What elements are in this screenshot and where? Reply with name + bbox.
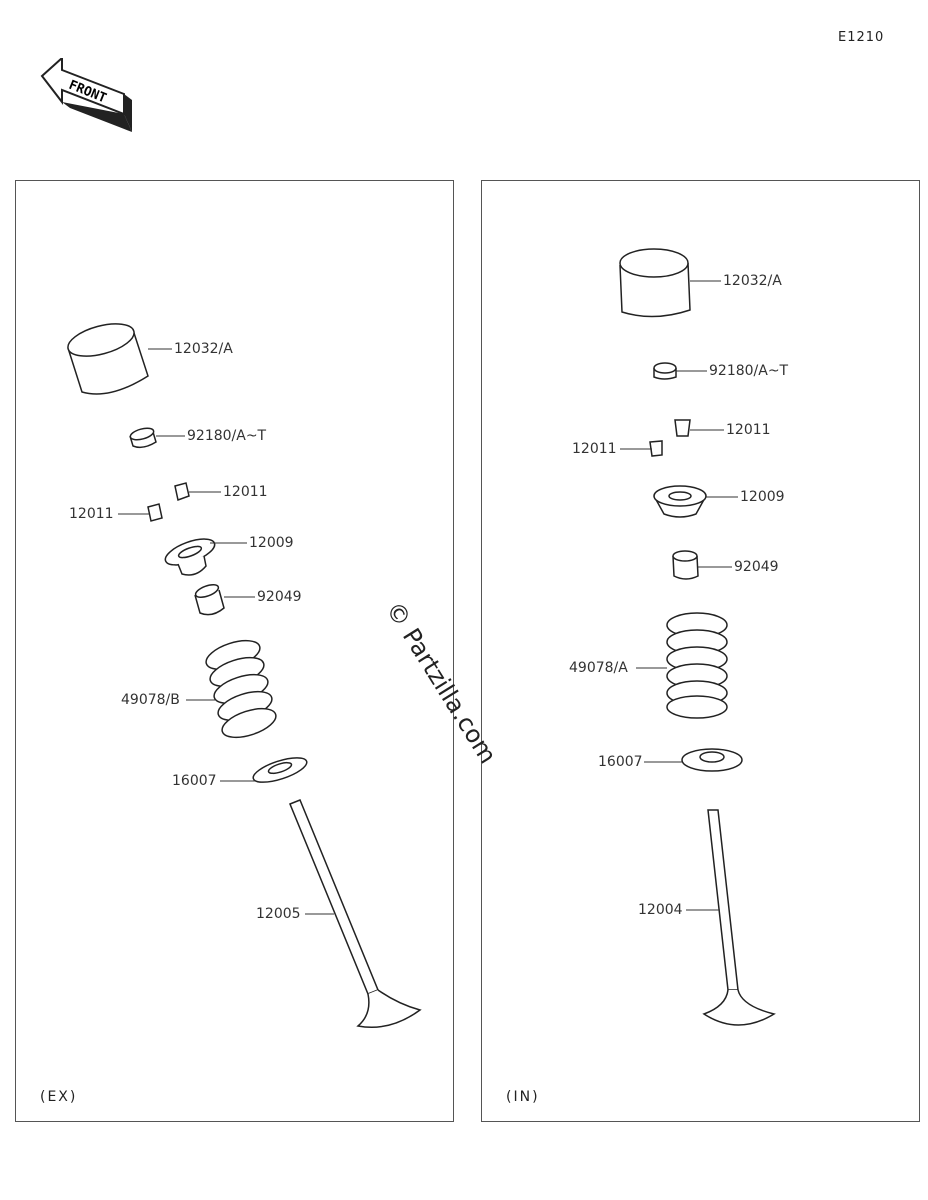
part-label[interactable]: 12009 [740, 489, 785, 505]
part-label[interactable]: 12004 [638, 902, 683, 918]
intake-label: (IN) [506, 1089, 540, 1105]
part-label[interactable]: 12009 [249, 535, 294, 551]
in-shim-icon [653, 362, 677, 380]
in-valve-icon [702, 809, 776, 1026]
part-label[interactable]: 16007 [598, 754, 643, 770]
part-label[interactable]: 92049 [734, 559, 779, 575]
part-label[interactable]: 16007 [172, 773, 217, 789]
exhaust-label: (EX) [40, 1089, 78, 1105]
part-label[interactable]: 92180/A~T [709, 363, 789, 379]
part-label[interactable]: 12011 [223, 484, 268, 500]
part-label[interactable]: 12011 [69, 506, 114, 522]
in-retainer-icon [653, 485, 707, 518]
ex-spring-seat-icon [252, 757, 308, 783]
part-label[interactable]: 92180/A~T [187, 428, 267, 444]
in-cotter-icon [674, 419, 691, 437]
ex-cotter-icon [174, 482, 190, 501]
part-label[interactable]: 12011 [726, 422, 771, 438]
in-stem-seal-icon [672, 550, 699, 580]
in-cotter-icon [649, 440, 663, 457]
part-label[interactable]: 12005 [256, 906, 301, 922]
part-label[interactable]: 92049 [257, 589, 302, 605]
intake-panel: (IN) [481, 180, 920, 1122]
in-tappet-icon [619, 248, 691, 318]
ex-valve-icon [289, 799, 422, 1029]
part-label[interactable]: 49078/B [121, 692, 180, 708]
part-label[interactable]: 49078/A [569, 660, 628, 676]
diagram-code: E1210 [838, 30, 885, 45]
ex-cotter-icon [147, 503, 163, 522]
ex-spring-icon [205, 639, 277, 739]
in-spring-icon [666, 612, 728, 719]
part-label[interactable]: 12032/A [174, 341, 233, 357]
part-label[interactable]: 12011 [572, 441, 617, 457]
part-label[interactable]: 12032/A [723, 273, 782, 289]
ex-retainer-icon [164, 538, 216, 576]
front-arrow-icon: FRONT [40, 58, 132, 132]
ex-tappet-icon [67, 323, 149, 395]
ex-stem-seal-icon [194, 584, 225, 616]
in-spring-seat-icon [681, 748, 743, 772]
exhaust-panel: (EX) [15, 180, 454, 1122]
ex-shim-icon [129, 427, 157, 449]
